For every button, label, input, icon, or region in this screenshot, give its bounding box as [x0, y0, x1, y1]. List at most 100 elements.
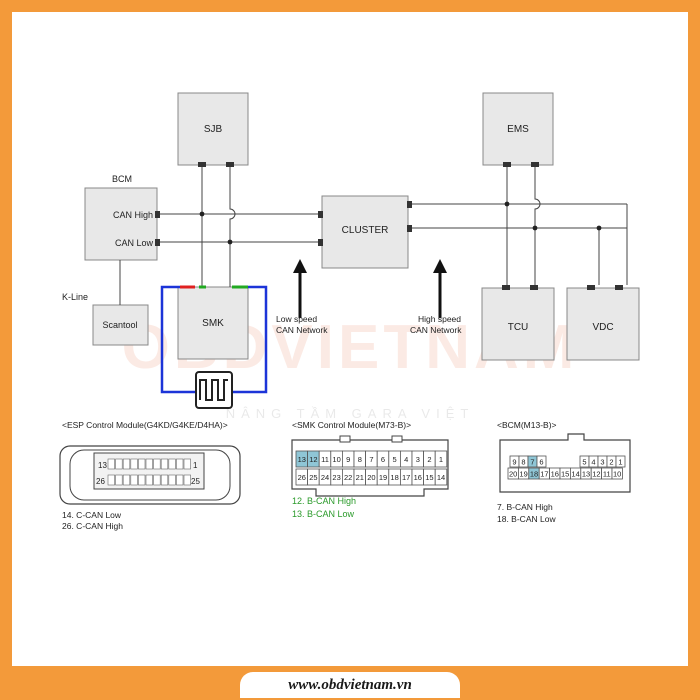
vdc-label: VDC [592, 322, 613, 333]
bcm-pin-label-2: 2 [609, 458, 613, 467]
esp-pin-cell [107, 474, 115, 486]
esp-pin-cell [115, 474, 123, 486]
smk-pin-label-23: 23 [332, 473, 340, 482]
esp-pin-cell [138, 458, 146, 470]
smk-pin-label-20: 20 [367, 473, 375, 482]
esp-pin-cell [153, 458, 161, 470]
smk-pin-label-6: 6 [381, 455, 385, 464]
smk-pin-label-19: 19 [379, 473, 387, 482]
measurement-loop [160, 285, 268, 409]
esp-pin-cell [107, 458, 115, 470]
esp-pin-cell [168, 458, 176, 470]
esp-pin-cell [183, 474, 191, 486]
bcm-pin-label-20: 20 [509, 470, 517, 479]
module-tcu[interactable]: TCU [481, 285, 555, 361]
bcm-pin-label-7: 7 [530, 458, 534, 467]
junction-dots [199, 201, 602, 245]
bcm-pin-label-12: 12 [592, 470, 600, 479]
bcm-pin-label-6: 6 [539, 458, 543, 467]
esp-connector[interactable]: <ESP Control Module(G4KD/G4KE/D4HA)> 13 … [59, 420, 241, 531]
smk-label: SMK [202, 318, 224, 329]
module-smk[interactable]: SMK [177, 286, 249, 360]
bcm-pin-label-16: 16 [551, 470, 559, 479]
module-scantool[interactable]: Scantool [92, 304, 149, 346]
esp-pin-13: 13 [98, 461, 107, 470]
bcm-pin-label-13: 13 [582, 470, 590, 479]
esp-pin-cell [122, 474, 131, 486]
smk-pin-cell-1 [434, 450, 448, 468]
esp-note-1: 14. C-CAN Low [62, 510, 122, 520]
esp-pin-cell [138, 474, 146, 486]
smk-pin-label-16: 16 [414, 473, 422, 482]
bcm-pin-label-19: 19 [519, 470, 527, 479]
low-speed-label-1: Low speed [276, 314, 317, 324]
smk-pin-label-4: 4 [404, 455, 408, 464]
scantool-label: Scantool [102, 320, 137, 330]
kline-label: K-Line [62, 292, 88, 302]
footer-pill: www.obdvietnam.vn [240, 672, 460, 698]
bcm-pin-label-15: 15 [561, 470, 569, 479]
esp-pin-cell [130, 474, 138, 486]
esp-pin-1: 1 [193, 461, 198, 470]
bcm-pin-label-18: 18 [530, 470, 538, 479]
esp-pin-cell [145, 458, 153, 470]
bcm-pin-label-10: 10 [613, 470, 621, 479]
smk-pin-label-12: 12 [309, 455, 317, 464]
smk-pin-label-3: 3 [416, 455, 420, 464]
smk-pin-label-8: 8 [358, 455, 362, 464]
smk-pin-label-1: 1 [439, 455, 443, 464]
esp-pin-cell [160, 458, 169, 470]
oscilloscope-icon[interactable] [195, 371, 233, 409]
bcm-note-1: 7. B-CAN High [497, 502, 553, 512]
bcm-pin-label-1: 1 [618, 458, 622, 467]
smk-pin-label-17: 17 [402, 473, 410, 482]
bcm-pin-label-3: 3 [600, 458, 604, 467]
smk-pin-label-5: 5 [393, 455, 397, 464]
smk-note-1: 12. B-CAN High [292, 496, 356, 506]
esp-pin-cell [168, 474, 176, 486]
low-speed-arrow: Low speed CAN Network [276, 259, 328, 335]
module-vdc[interactable]: VDC [566, 285, 640, 361]
footer-url[interactable]: www.obdvietnam.vn [288, 676, 412, 693]
smk-connector-title: <SMK Control Module(M73-B)> [292, 420, 411, 430]
bcm-connector-title: <BCM(M13-B)> [497, 420, 557, 430]
module-sjb[interactable]: SJB [177, 92, 249, 167]
high-speed-label-2: CAN Network [410, 325, 462, 335]
smk-note-2: 13. B-CAN Low [292, 509, 355, 519]
esp-pin-cell [176, 458, 184, 470]
esp-connector-title: <ESP Control Module(G4KD/G4KE/D4HA)> [62, 420, 228, 430]
bcm-pin-label-14: 14 [571, 470, 579, 479]
esp-pin-cell [115, 458, 123, 470]
smk-pin-label-21: 21 [356, 473, 364, 482]
bcm-can-low-label: CAN Low [115, 238, 154, 248]
module-ems[interactable]: EMS [482, 92, 554, 167]
smk-pin-label-11: 11 [321, 455, 329, 464]
esp-pin-cell [122, 458, 131, 470]
ems-label: EMS [507, 124, 529, 135]
esp-pin-cell [160, 474, 169, 486]
bcm-pin-label-11: 11 [603, 470, 611, 479]
bcm-pin-cell-10 [611, 467, 623, 480]
esp-pin-cell [153, 474, 161, 486]
esp-pin-25: 25 [191, 477, 200, 486]
sjb-label: SJB [204, 124, 223, 135]
smk-pin-label-22: 22 [344, 473, 352, 482]
smk-pin-label-18: 18 [390, 473, 398, 482]
smk-pin-label-13: 13 [298, 455, 306, 464]
esp-pin-cell [145, 474, 153, 486]
esp-note-2: 26. C-CAN High [62, 521, 123, 531]
watermark-subtext: NÂNG TẦM GARA VIỆT [226, 406, 475, 421]
bcm-pin-label-9: 9 [512, 458, 516, 467]
smk-pin-label-9: 9 [346, 455, 350, 464]
module-cluster[interactable]: CLUSTER [318, 195, 412, 269]
esp-pin-cell [130, 458, 138, 470]
bcm-can-high-label: CAN High [113, 210, 153, 220]
module-bcm[interactable]: BCM CAN High CAN Low [84, 174, 160, 261]
high-speed-arrow: High speed CAN Network [410, 259, 462, 335]
esp-pin-cell [183, 458, 191, 470]
high-speed-label-1: High speed [418, 314, 461, 324]
can-wiring [119, 167, 628, 305]
bcm-pin-label-5: 5 [582, 458, 586, 467]
